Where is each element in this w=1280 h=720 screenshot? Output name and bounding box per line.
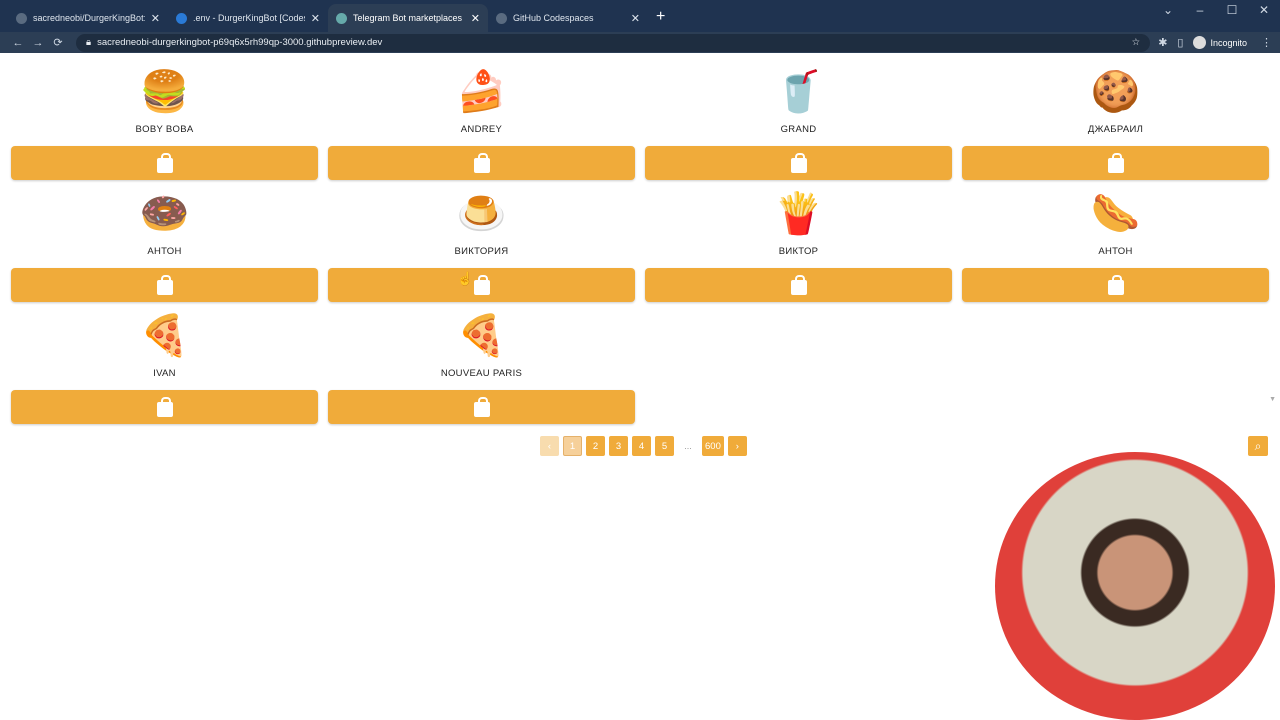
shopping-bag-icon	[156, 152, 173, 173]
prev-page-button[interactable]: ‹	[540, 436, 559, 456]
shopping-bag-icon	[790, 274, 807, 295]
product-name: АНТОН	[147, 246, 182, 257]
webcam-overlay	[995, 452, 1275, 720]
reload-button[interactable]: ⟳	[53, 37, 63, 49]
page-2-button[interactable]: 2	[586, 436, 605, 456]
product-image: 🥤	[773, 70, 824, 114]
react-icon	[336, 12, 347, 24]
maximize-button[interactable]: ☐	[1226, 3, 1238, 17]
product-card: 🍪 ДЖАБРАИЛ	[962, 67, 1269, 180]
page-5-button[interactable]: 5	[655, 436, 674, 456]
shopping-bag-icon	[1107, 274, 1124, 295]
lock-icon: 🔒︎	[86, 37, 92, 48]
add-to-cart-button[interactable]	[645, 146, 952, 180]
shopping-bag-icon	[473, 396, 490, 417]
tab-telegram-bot[interactable]: Telegram Bot marketplaces✕	[328, 4, 488, 32]
back-button[interactable]: ←	[12, 36, 24, 49]
forward-button[interactable]: →	[32, 36, 44, 49]
tab-search-icon[interactable]: ⌄	[1162, 3, 1174, 17]
product-name: GRAND	[780, 124, 817, 135]
product-image: 🍔	[139, 70, 190, 114]
product-image: 🍮	[456, 192, 507, 236]
page-4-button[interactable]: 4	[632, 436, 651, 456]
product-card: 🍔 BOBY BOBA	[11, 67, 318, 180]
shopping-bag-icon	[473, 274, 490, 295]
pagination: ‹ 1 2 3 4 5 ... 600 ›	[540, 436, 747, 456]
next-page-button[interactable]: ›	[727, 436, 747, 456]
add-to-cart-button[interactable]	[328, 146, 635, 180]
url-input[interactable]: 🔒︎sacredneobi-durgerkingbot-p69q6x5rh99q…	[76, 33, 1151, 52]
github-icon	[496, 12, 507, 24]
page-1-button[interactable]: 1	[563, 436, 582, 456]
profile-button[interactable]: Incognito	[1193, 36, 1247, 49]
product-card: 🍕 IVAN	[11, 311, 318, 424]
product-card: 🍕 NOUVEAU PARIS	[328, 311, 635, 424]
product-name: ВИКТОРИЯ	[454, 246, 509, 257]
search-button[interactable]: ⌕	[1248, 436, 1268, 456]
product-image: 🍟	[773, 192, 824, 236]
product-card: 🥤 GRAND	[645, 67, 952, 180]
close-icon[interactable]: ✕	[470, 12, 480, 25]
shopping-bag-icon	[1107, 152, 1124, 173]
pagination-ellipsis: ...	[684, 441, 692, 451]
shopping-bag-icon	[156, 396, 173, 417]
product-name: ANDREY	[460, 124, 503, 135]
new-tab-button[interactable]: +	[656, 8, 666, 25]
product-name: ДЖАБРАИЛ	[1087, 124, 1144, 135]
shopping-bag-icon	[790, 152, 807, 173]
product-card: 🍰 ANDREY	[328, 67, 635, 180]
product-name: BOBY BOBA	[135, 124, 194, 135]
product-grid: 🍔 BOBY BOBA 🍰 ANDREY 🥤 GRAND 🍪 ДЖАБРАИЛ …	[11, 67, 1269, 424]
minimize-button[interactable]: –	[1196, 3, 1204, 17]
close-icon[interactable]: ✕	[150, 12, 160, 25]
product-image: 🌭	[1090, 192, 1141, 236]
tab-bar: sacredneobi/DurgerKingBot: Про✕ .env - D…	[0, 0, 1280, 32]
product-name: АНТОН	[1098, 246, 1133, 257]
incognito-icon	[1193, 36, 1207, 49]
page-content: 🍔 BOBY BOBA 🍰 ANDREY 🥤 GRAND 🍪 ДЖАБРАИЛ …	[0, 53, 1280, 720]
add-to-cart-button[interactable]	[962, 268, 1269, 302]
product-image: 🍪	[1090, 70, 1141, 114]
product-image: 🍩	[139, 192, 190, 236]
product-name: ВИКТОР	[778, 246, 819, 257]
github-icon	[16, 12, 27, 24]
product-image: 🍕	[139, 314, 190, 358]
address-bar-row: ← → ⟳ 🔒︎sacredneobi-durgerkingbot-p69q6x…	[0, 32, 1280, 53]
add-to-cart-button[interactable]	[962, 146, 1269, 180]
close-icon[interactable]: ✕	[310, 12, 320, 25]
page-last-button[interactable]: 600	[702, 436, 724, 456]
scrollbar-arrow-down[interactable]: ▼	[1269, 396, 1276, 403]
product-card: 🍮 ВИКТОРИЯ	[328, 189, 635, 302]
add-to-cart-button[interactable]	[328, 268, 635, 302]
add-to-cart-button[interactable]	[11, 146, 318, 180]
shopping-bag-icon	[156, 274, 173, 295]
product-image: 🍰	[456, 70, 507, 114]
vscode-icon	[176, 12, 187, 24]
add-to-cart-button[interactable]	[328, 390, 635, 424]
search-icon: ⌕	[1254, 439, 1262, 453]
product-card: 🌭 АНТОН	[962, 189, 1269, 302]
product-name: IVAN	[153, 368, 176, 379]
shopping-bag-icon	[473, 152, 490, 173]
side-panel-icon[interactable]: ▯	[1177, 37, 1184, 49]
add-to-cart-button[interactable]	[645, 268, 952, 302]
tab-github-repo[interactable]: sacredneobi/DurgerKingBot: Про✕	[8, 4, 168, 32]
tab-github-codespaces[interactable]: GitHub Codespaces✕	[488, 4, 648, 32]
mouse-cursor-icon: ☝	[457, 271, 474, 286]
bookmark-star-icon[interactable]: ☆	[1131, 37, 1141, 48]
product-card: 🍩 АНТОН	[11, 189, 318, 302]
extensions-icon[interactable]: ✱	[1158, 37, 1168, 49]
close-icon[interactable]: ✕	[630, 12, 640, 25]
product-name: NOUVEAU PARIS	[440, 368, 523, 379]
page-3-button[interactable]: 3	[609, 436, 628, 456]
add-to-cart-button[interactable]	[11, 268, 318, 302]
close-window-button[interactable]: ✕	[1258, 3, 1270, 17]
tab-codespaces-env[interactable]: .env - DurgerKingBot [Codespaces]✕	[168, 4, 328, 32]
product-image: 🍕	[456, 314, 507, 358]
add-to-cart-button[interactable]	[11, 390, 318, 424]
menu-icon[interactable]: ⋮	[1261, 37, 1272, 49]
product-card: 🍟 ВИКТОР	[645, 189, 952, 302]
